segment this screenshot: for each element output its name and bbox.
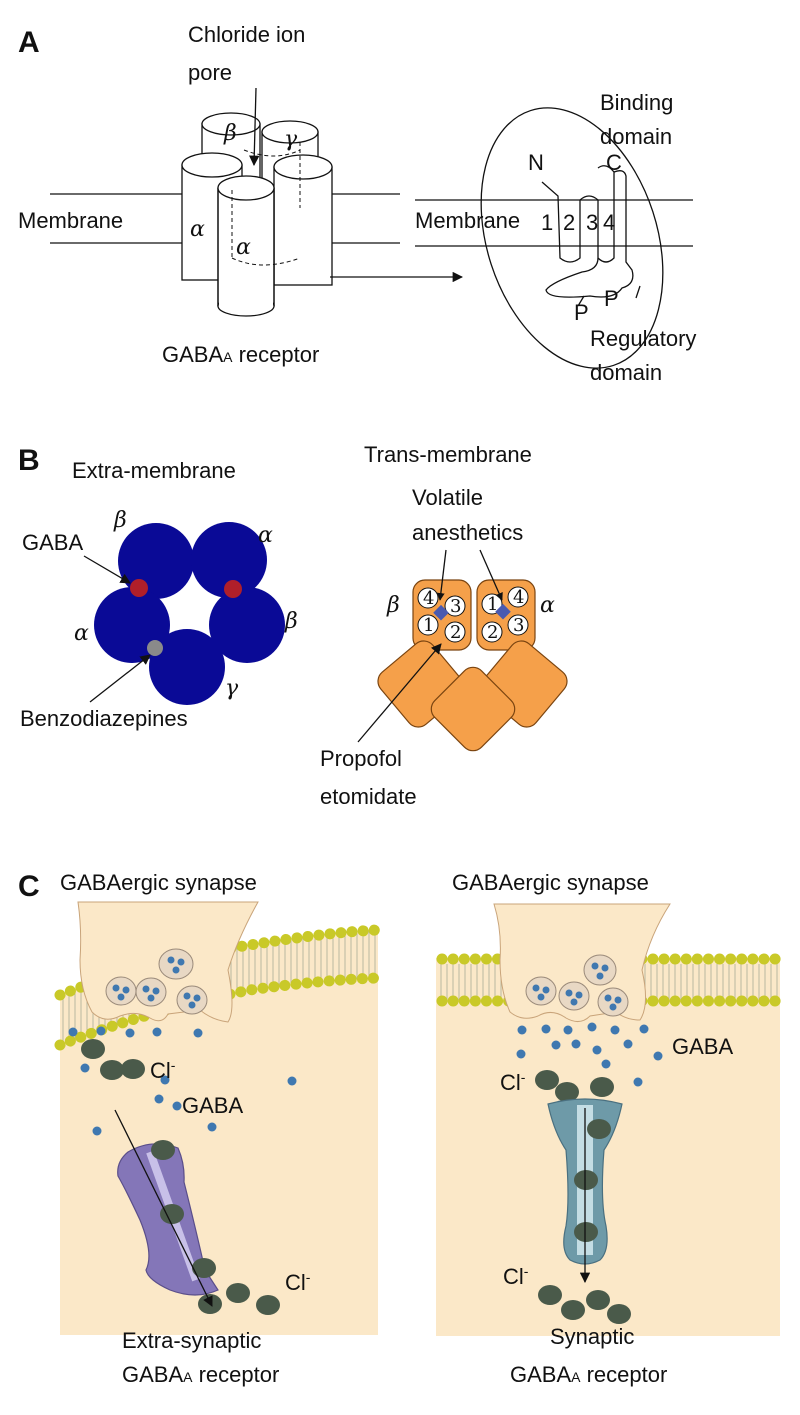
panel-c: C GABAergic synapse GABAergic synapse xyxy=(18,870,786,1387)
panel-b: B Extra-membrane Trans-membrane β α α β … xyxy=(18,442,568,809)
trans-membrane-title: Trans-membrane xyxy=(364,442,532,467)
benzodiazepines-label: Benzodiazepines xyxy=(20,706,188,731)
left-caption-line1: Extra-synaptic xyxy=(122,1328,261,1353)
segment-3: 3 xyxy=(586,210,598,235)
volatile-arrow-right xyxy=(479,549,503,601)
regulatory-loop xyxy=(545,170,634,298)
propofol-arrow xyxy=(357,643,442,743)
gaba-site-left xyxy=(130,579,148,597)
extra-label-alpha-left: α xyxy=(74,621,89,646)
volatile-arrow-left xyxy=(436,549,447,601)
subunit-outline xyxy=(480,107,664,369)
left-gaba-label: GABA xyxy=(182,1093,243,1118)
panel-label-c: C xyxy=(18,870,40,903)
binding-domain-line2: domain xyxy=(600,124,672,149)
left-caption-line2: GABAA receptor xyxy=(122,1362,279,1387)
trans-label-alpha: α xyxy=(540,593,555,618)
right-caption-line2: GABAA receptor xyxy=(510,1362,667,1387)
right-channel-cl-1 xyxy=(587,1119,611,1139)
left-vesicles xyxy=(105,948,208,1015)
right-postsynaptic-cell xyxy=(436,958,780,1336)
gaba-label-b: GABA xyxy=(22,530,83,555)
tm-left-4: 4 xyxy=(423,588,434,609)
volatile-label-line1: Volatile xyxy=(412,485,483,510)
gaba-arrow-b xyxy=(83,555,131,584)
subunit-gamma: γ xyxy=(284,127,298,152)
tm-left-1: 1 xyxy=(423,615,434,636)
pore-label-line2: pore xyxy=(188,60,232,85)
cylinder-right-front xyxy=(273,154,333,286)
subunit-alpha-left: α xyxy=(190,217,205,242)
benzodiazepine-site xyxy=(147,640,163,656)
membrane-label-right: Membrane xyxy=(415,208,520,233)
polypeptide-chain xyxy=(541,165,615,263)
cylinder-alpha-center xyxy=(217,175,275,317)
left-chloride-flow-arrow xyxy=(114,1109,213,1307)
left-cl-label-bottom: Cl- xyxy=(285,1269,311,1295)
right-cl-label-bottom: Cl- xyxy=(503,1263,529,1289)
right-channel-cl-2 xyxy=(574,1170,598,1190)
tm-left-3: 3 xyxy=(450,596,461,617)
tm-right-4: 4 xyxy=(513,587,524,608)
propofol-label-line2: etomidate xyxy=(320,784,417,809)
extra-label-gamma: γ xyxy=(225,676,239,701)
subunit-beta: β xyxy=(223,121,237,146)
extra-subunit-beta-right xyxy=(209,587,285,663)
left-cl-label-top: Cl- xyxy=(150,1057,176,1083)
n-terminal: N xyxy=(528,150,544,175)
receptor-label-a: GABAA receptor xyxy=(162,342,319,367)
c-terminal: C xyxy=(606,150,622,175)
trans-subunit-bottom xyxy=(430,666,516,752)
gaba-site-right xyxy=(224,580,242,598)
extra-label-beta-right: β xyxy=(284,609,298,634)
volatile-label-line2: anesthetics xyxy=(412,520,523,545)
phospho-site-2: P xyxy=(604,286,619,311)
extra-subunit-gamma xyxy=(149,629,225,705)
left-postsynaptic-cell xyxy=(60,930,378,1335)
extra-label-beta-top: β xyxy=(113,508,127,533)
left-channel-cl-2 xyxy=(160,1204,184,1224)
right-vesicles xyxy=(525,954,629,1017)
pore-label-line1: Chloride ion xyxy=(188,22,305,47)
right-gaba-label: GABA xyxy=(672,1034,733,1059)
propofol-label-line1: Propofol xyxy=(320,746,402,771)
benzodiazepine-arrow xyxy=(89,654,151,703)
left-synapse-title: GABAergic synapse xyxy=(60,870,257,895)
phospho-site-1: P xyxy=(574,300,589,325)
left-synapse: Cl- GABA Cl- Extra-synaptic GABAA recept… xyxy=(54,901,384,1387)
right-synapse: Cl- GABA Cl- Synaptic GABAA receptor xyxy=(436,903,786,1387)
trans-label-beta: β xyxy=(386,593,400,618)
extra-label-alpha-top: α xyxy=(258,523,273,548)
left-lipid-heads-bottom xyxy=(54,972,384,1051)
panel-a: A Chl xyxy=(18,22,696,385)
right-cl-label-top: Cl- xyxy=(500,1069,526,1095)
panel-label-a: A xyxy=(18,26,40,59)
tm-left-2: 2 xyxy=(450,622,461,643)
left-channel-cl-3 xyxy=(192,1258,216,1278)
right-channel-cl-3 xyxy=(574,1222,598,1242)
panel-label-b: B xyxy=(18,444,40,477)
left-chloride-ions xyxy=(81,1039,280,1315)
membrane-label-left: Membrane xyxy=(18,208,123,233)
trans-subunit-right xyxy=(476,579,536,651)
extra-membrane-title: Extra-membrane xyxy=(72,458,236,483)
right-synapse-title: GABAergic synapse xyxy=(452,870,649,895)
extra-subunit-alpha-top xyxy=(191,522,267,598)
binding-domain-line1: Binding xyxy=(600,90,673,115)
tm-right-3: 3 xyxy=(513,615,524,636)
pore-arrow xyxy=(249,87,260,167)
subunit-alpha-center: α xyxy=(236,235,251,260)
left-channel-cl-1 xyxy=(151,1140,175,1160)
tm-right-2: 2 xyxy=(487,622,498,643)
tm-right-1: 1 xyxy=(487,594,498,615)
regulatory-domain-line1: Regulatory xyxy=(590,326,696,351)
right-caption-line1: Synaptic xyxy=(550,1324,634,1349)
regulatory-domain-line2: domain xyxy=(590,360,662,385)
segment-1: 1 xyxy=(541,210,553,235)
trans-subunit-left xyxy=(412,579,472,651)
segment-4: 4 xyxy=(603,210,615,235)
right-chloride-ions xyxy=(535,1070,631,1324)
segment-2: 2 xyxy=(563,210,575,235)
